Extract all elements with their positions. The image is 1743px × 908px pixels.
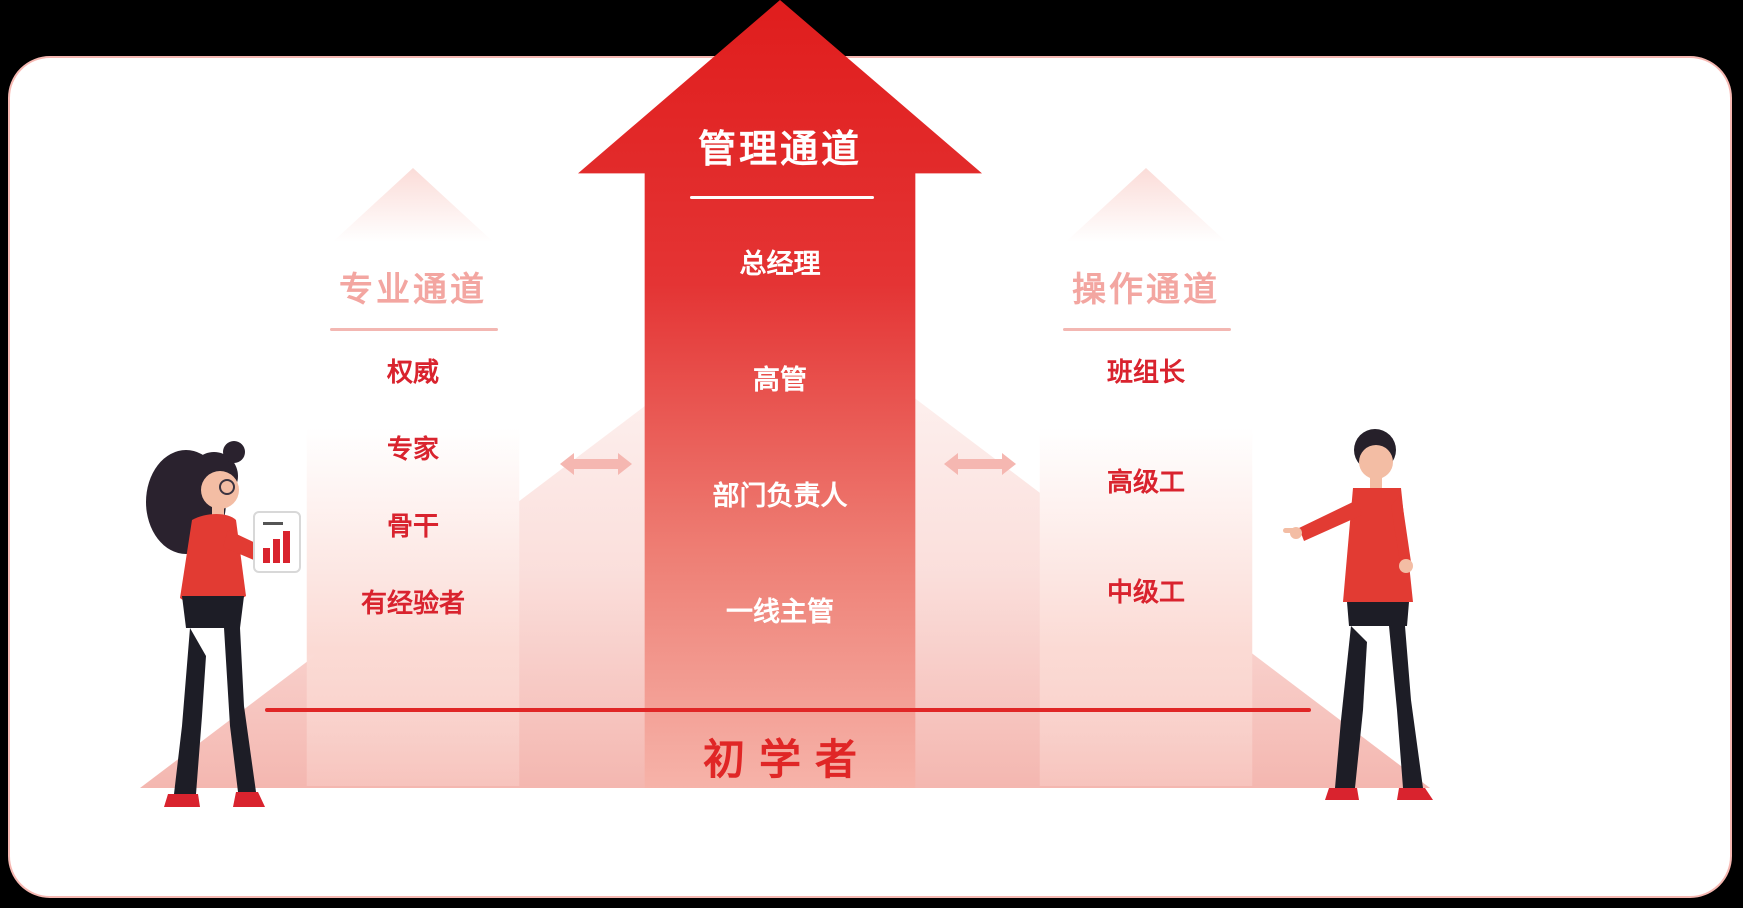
center-channel-title: 管理通道 — [697, 129, 862, 171]
baseline-divider — [265, 708, 1311, 712]
center-channel-arrow — [578, 0, 982, 788]
left-channel-title: 专业通道 — [339, 271, 487, 309]
level-item: 中级工 — [1106, 577, 1185, 607]
double-arrow-icon — [560, 453, 632, 475]
level-item: 权威 — [386, 357, 439, 387]
center-title-underline — [690, 196, 874, 199]
level-item: 专家 — [386, 434, 439, 464]
level-item: 部门负责人 — [712, 481, 848, 511]
beginner-label: 初学者 — [702, 736, 871, 783]
left-title-underline — [330, 328, 498, 331]
level-item: 高级工 — [1106, 467, 1185, 497]
level-item: 高管 — [753, 365, 807, 395]
level-item: 一线主管 — [726, 597, 834, 627]
right-channel-title: 操作通道 — [1072, 271, 1220, 309]
double-arrow-icon — [944, 453, 1016, 475]
level-item: 骨干 — [386, 511, 439, 541]
left-channel-levels: 权威 专家 骨干 有经验者 — [252, 352, 574, 620]
right-channel-levels: 班组长 高级工 中级工 — [985, 352, 1307, 609]
woman-illustration — [146, 441, 301, 807]
man-illustration — [1283, 429, 1433, 800]
level-item: 班组长 — [1106, 357, 1185, 387]
level-item: 总经理 — [739, 249, 821, 279]
level-item: 有经验者 — [360, 588, 465, 618]
right-title-underline — [1063, 328, 1231, 331]
center-channel-levels: 总经理 高管 部门负责人 一线主管 — [578, 242, 982, 629]
